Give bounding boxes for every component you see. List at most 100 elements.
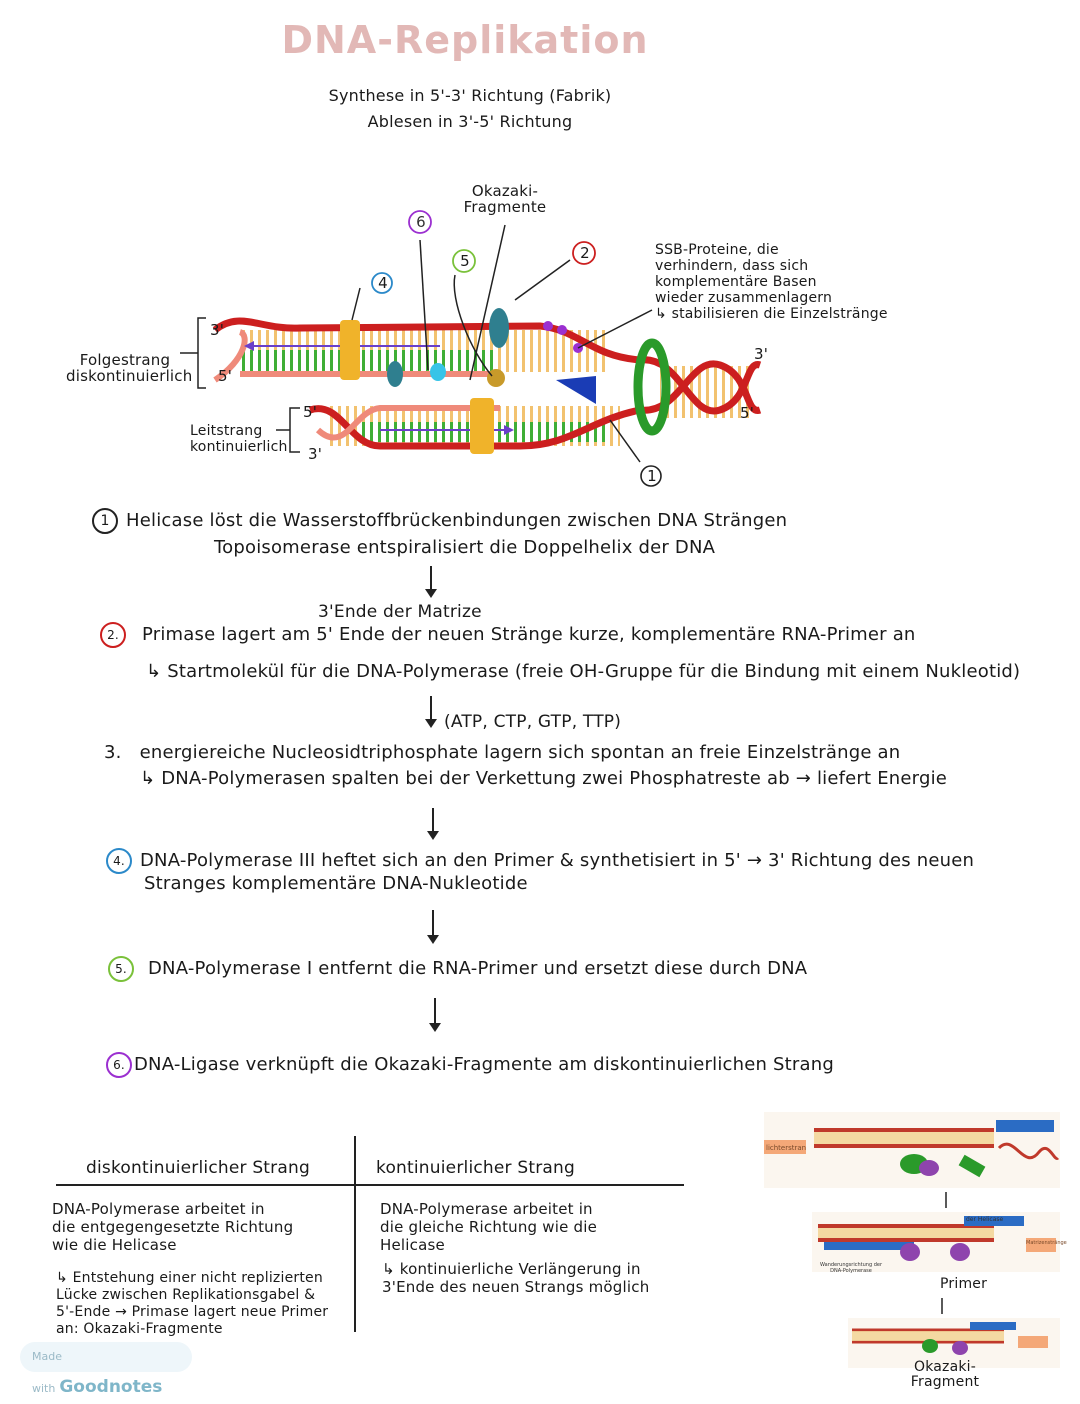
table-right-sub: ↳ kontinuierliche Verlängerung in 3'Ende… (382, 1260, 650, 1296)
step-2-number: 2. (100, 622, 126, 648)
table-right-header: kontinuierlicher Strang (376, 1158, 575, 1178)
mini-okazaki-label: Okazaki- Fragment (910, 1359, 980, 1390)
step-4-line-2: Stranges komplementäre DNA-Nukleotide (144, 873, 528, 894)
step-3-number: 3. (104, 742, 122, 763)
marker-1-text: 1 (647, 467, 657, 485)
mini-helicase-arrow (964, 1216, 1024, 1226)
marker-5-text: 5 (460, 252, 470, 270)
step-6-text: DNA-Ligase verknüpft die Okazaki-Fragmen… (134, 1054, 834, 1075)
ssb-protein (557, 325, 567, 335)
mini-enzyme (958, 1154, 986, 1178)
pointer-6 (419, 239, 429, 371)
flow-arrow (425, 566, 437, 598)
mini-replication-illustration (764, 1112, 1060, 1368)
polymerase-iii-lagging (340, 320, 360, 380)
primase (556, 376, 596, 404)
step-6-number: 6. (106, 1052, 132, 1078)
end-label: 3' (308, 445, 323, 463)
table-left-sub: ↳ Entstehung einer nicht replizierten Lü… (56, 1270, 329, 1337)
mini-polymerase (922, 1339, 938, 1353)
mini-tag-matrize (1026, 1238, 1056, 1252)
mini-bases (818, 1228, 994, 1238)
bracket-folgestrang (197, 317, 206, 389)
pointer-ssb (577, 309, 653, 349)
badge-made-with: Made with (32, 1350, 62, 1395)
flow-arrow (425, 696, 437, 728)
end-label: 5' (740, 404, 755, 422)
mini-helicase-arrow (970, 1322, 1016, 1330)
step-3-note: (ATP, CTP, GTP, TTP) (444, 712, 622, 732)
okazaki-label: Okazaki- Fragmente (463, 182, 547, 216)
mini-polymerase-arrow (824, 1242, 914, 1250)
step-4-number: 4. (106, 848, 132, 874)
marker-6-text: 6 (416, 213, 426, 231)
parent-strand-upper (212, 317, 641, 364)
subtitle-line-1: Synthese in 5'-3' Richtung (Fabrik) (328, 86, 612, 105)
mini-primase (950, 1243, 970, 1261)
end-label: 3' (210, 321, 225, 339)
pointer-1 (609, 419, 641, 463)
marker-2-text: 2 (580, 244, 590, 262)
step-2-line-2: ↳ Startmolekül für die DNA-Polymerase (f… (146, 661, 1021, 682)
step-2-note: 3'Ende der Matrize (318, 602, 482, 622)
marker-2 (572, 241, 596, 265)
flow-arrow (427, 808, 439, 840)
step-2-text: Primase lagert am 5' Ende der neuen Strä… (142, 624, 916, 645)
step-4: 4.DNA-Polymerase III heftet sich an den … (106, 848, 974, 874)
ssb-protein (543, 321, 553, 331)
pointer-4 (351, 287, 361, 321)
badge-brand: Goodnotes (59, 1377, 163, 1397)
pointer-okazaki (469, 224, 506, 381)
step-5: 5. DNA-Polymerase I entfernt die RNA-Prim… (108, 956, 807, 982)
ssb-label: SSB-Proteine, die verhindern, dass sich … (655, 242, 888, 322)
lagging-strand-green-bases (238, 350, 498, 372)
step-5-text: DNA-Polymerase I entfernt die RNA-Primer… (148, 958, 808, 979)
primer-dot (487, 369, 505, 387)
arrow-head (244, 341, 254, 351)
mini-primer-label: Primer (940, 1276, 988, 1292)
table-divider-vertical (354, 1136, 356, 1332)
step-6: 6.DNA-Ligase verknüpft die Okazaki-Fragm… (106, 1052, 834, 1078)
ssb-teal-protein (489, 308, 509, 348)
polymerase-i (387, 361, 403, 387)
mini-bases (852, 1331, 1004, 1341)
marker-1 (640, 465, 662, 487)
arrow-head (504, 425, 514, 435)
leading-new-strand (315, 405, 500, 441)
helicase (633, 338, 671, 436)
step-3: 3.energiereiche Nucleosidtriphosphate la… (104, 741, 900, 765)
table-left-header: diskontinuierlicher Strang (86, 1158, 310, 1178)
step-3-line-2: ↳ DNA-Polymerasen spalten bei der Verket… (140, 768, 948, 789)
pointer-2 (514, 259, 571, 301)
step-1-line-2: Topoisomerase entspiralisiert die Doppel… (214, 537, 716, 558)
marker-4 (371, 272, 393, 294)
leitstrang-label: Leitstrang kontinuierlich (190, 423, 288, 455)
mini-primase (919, 1160, 939, 1176)
replication-fork-diagram (180, 210, 762, 487)
marker-6 (408, 210, 432, 234)
end-label: 3' (754, 345, 769, 363)
subtitle-line-2: Ablesen in 3'-5' Richtung (367, 112, 573, 131)
bracket-leitstrang (289, 407, 300, 453)
mini-tag-folgestrang (764, 1140, 806, 1154)
table-left-text: DNA-Polymerase arbeitet in die entgegeng… (52, 1200, 294, 1254)
step-1-number: 1 (92, 508, 118, 534)
end-label: 5' (303, 403, 318, 421)
pointer-5 (453, 274, 493, 377)
folgestrang-label: Folgestrang diskontinuierlich (66, 351, 193, 385)
step-1-text: Helicase löst die Wasserstoffbrückenbind… (126, 510, 788, 531)
marker-4-text: 4 (378, 274, 388, 292)
mini-helix (997, 1142, 1060, 1160)
ligase (430, 363, 446, 381)
mini-tag-matrize (1018, 1336, 1048, 1348)
flow-arrow (427, 910, 439, 944)
page-title: DNA-Replikation (281, 18, 649, 62)
mini-tag-helicase-text: der Helicase (966, 1216, 1004, 1223)
marker-5 (452, 249, 476, 273)
step-5-number: 5. (108, 956, 134, 982)
polymerase-iii-leading (470, 398, 494, 454)
mini-primase (900, 1243, 920, 1261)
mini-tag-folgestrang-text: lichterstrang (766, 1144, 806, 1152)
step-1: 1 Helicase löst die Wasserstoffbrückenbin… (92, 508, 787, 534)
